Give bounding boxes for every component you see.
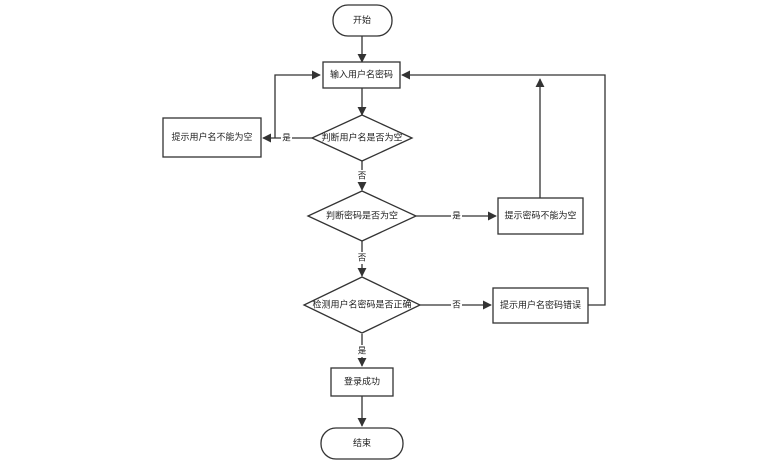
success-label: 登录成功 xyxy=(344,376,380,388)
check-user-label: 判断用户名是否为空 xyxy=(321,132,402,144)
prompt-error-label: 提示用户名密码错误 xyxy=(500,299,581,311)
prompt-error-box xyxy=(492,287,589,324)
check-pwd-decision xyxy=(306,190,418,242)
edge-prompt-error-back-to-input xyxy=(401,70,606,306)
user-yes-label-bg xyxy=(281,132,292,144)
input-process-box xyxy=(322,61,401,89)
verify-yes-label-bg xyxy=(357,345,368,357)
edge-label-verify-yes: 是 xyxy=(358,347,367,357)
prompt-user-empty-box xyxy=(162,117,262,158)
prompt-pwd-empty-box xyxy=(497,197,584,235)
start-label: 开始 xyxy=(353,14,371,26)
end-terminator xyxy=(320,427,404,460)
verify-decision xyxy=(302,276,422,334)
edge-label-user-no: 否 xyxy=(358,172,367,182)
edge-label-verify-no: 否 xyxy=(452,301,461,311)
end-label: 结束 xyxy=(353,437,371,449)
edge-prompt-user-back-to-input xyxy=(274,70,321,138)
prompt-user-empty-label: 提示用户名不能为空 xyxy=(171,131,252,143)
pwd-yes-label-bg xyxy=(451,210,462,222)
check-pwd-label: 判断密码是否为空 xyxy=(326,210,398,222)
success-process-box xyxy=(330,367,394,397)
check-user-decision xyxy=(310,114,414,162)
edge-label-pwd-yes: 是 xyxy=(452,212,461,222)
verify-label: 检测用户名密码是否正确 xyxy=(312,299,411,311)
prompt-pwd-empty-label: 提示密码不能为空 xyxy=(504,210,576,222)
pwd-no-label-bg xyxy=(357,252,368,264)
start-terminator xyxy=(332,4,393,37)
input-label: 输入用户名密码 xyxy=(330,69,393,81)
verify-no-label-bg xyxy=(451,299,462,311)
edge-label-pwd-no: 否 xyxy=(358,254,367,264)
edge-label-user-yes: 是 xyxy=(282,134,291,144)
user-no-label-bg xyxy=(357,170,368,182)
